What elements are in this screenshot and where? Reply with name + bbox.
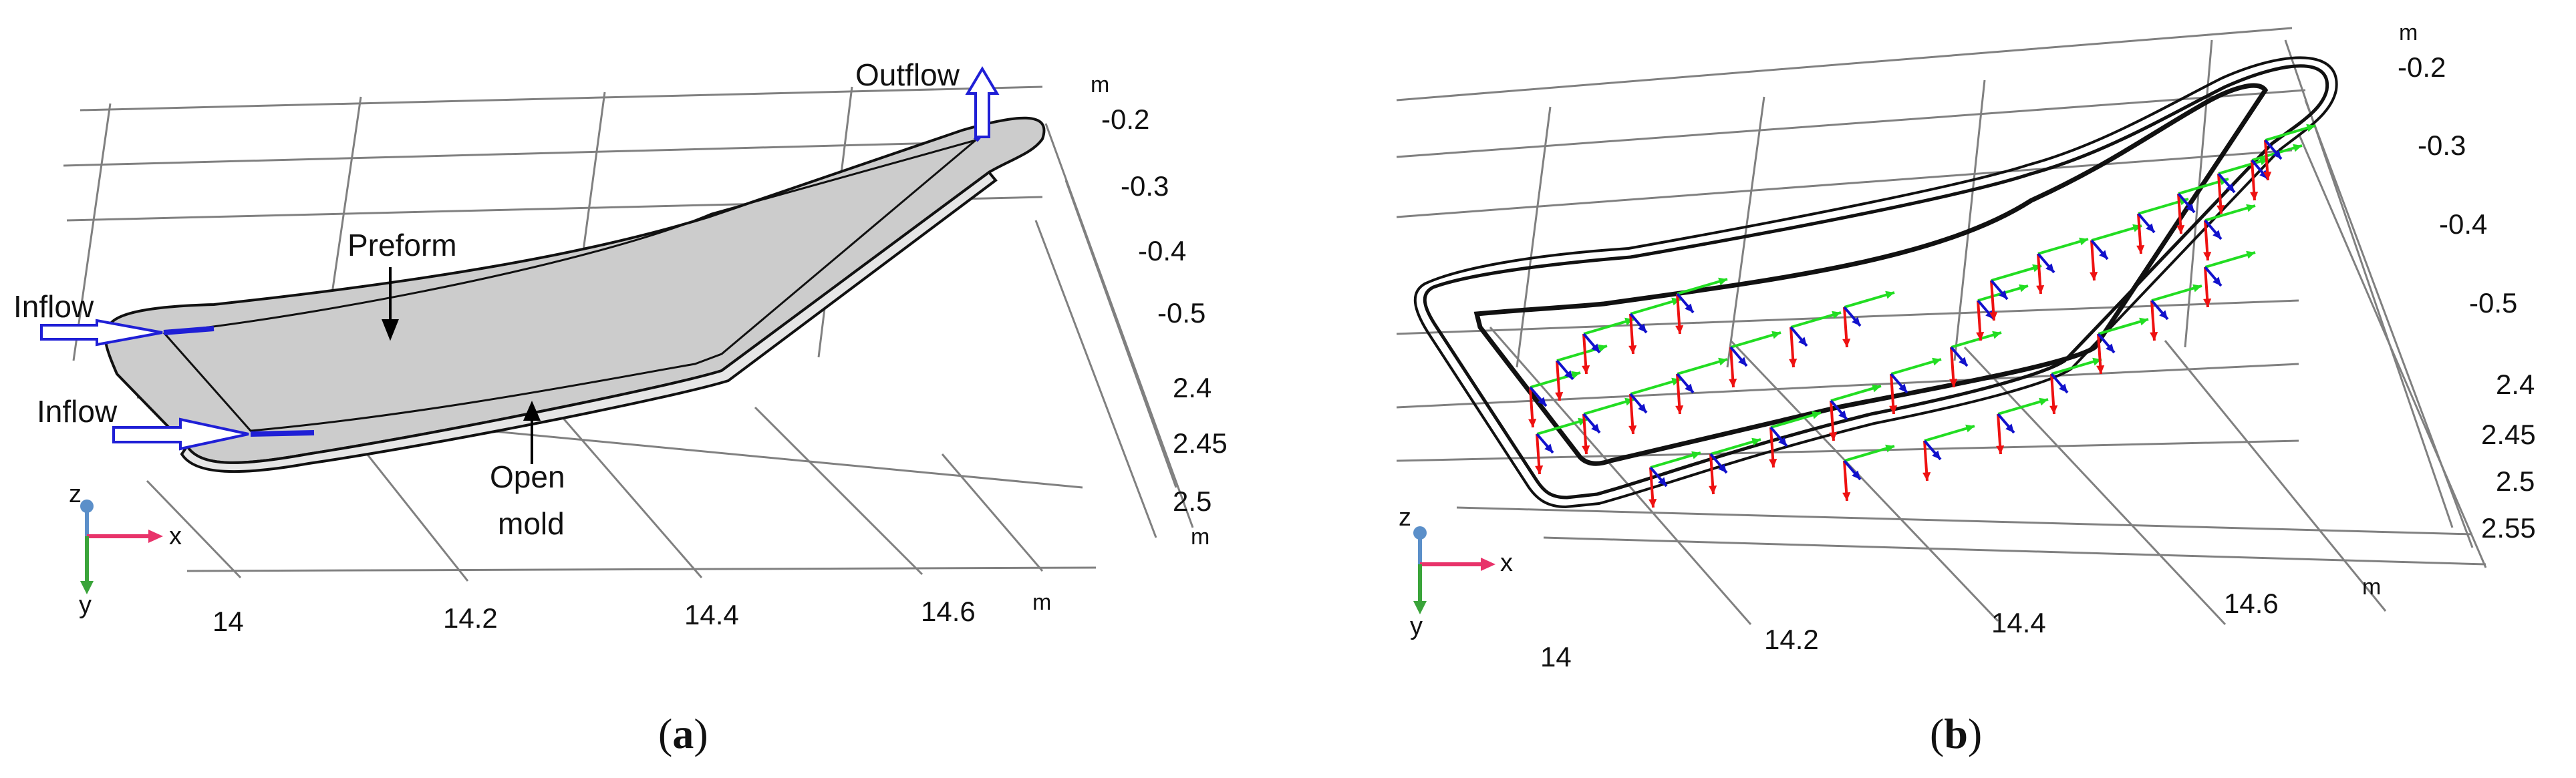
- unit-bottom-a: m: [1032, 590, 1051, 615]
- label-inflow-bottom: Inflow: [37, 394, 118, 429]
- y-tick-a-0: 2.4: [1173, 372, 1211, 403]
- z-tick-a-2: -0.4: [1138, 235, 1186, 266]
- inflow-bottom-arrow-icon: [112, 417, 249, 451]
- x-tick-a-3: 14.6: [921, 596, 976, 627]
- panel-b: m -0.2 -0.3 -0.4 -0.5 2.4 2.45 2.5 2.55 …: [1396, 20, 2536, 757]
- label-mold: mold: [498, 506, 565, 541]
- y-tick-a-1: 2.45: [1173, 427, 1228, 459]
- triad-a-z: z: [69, 480, 82, 508]
- inflow-top-arrow-icon: [40, 319, 163, 347]
- y-tick-b-2: 2.5: [2496, 465, 2535, 497]
- x-tick-b-3: 14.6: [2224, 588, 2279, 619]
- z-tick-a-3: -0.5: [1157, 297, 1205, 329]
- x-tick-b-2: 14.4: [1991, 607, 2046, 638]
- outflow-arrow-icon: [965, 66, 1000, 138]
- label-inflow-top: Inflow: [13, 289, 94, 324]
- z-tick-b-0: -0.2: [2398, 51, 2446, 83]
- callout-arrows: [382, 267, 541, 464]
- y-tick-b-1: 2.45: [2481, 419, 2536, 450]
- caption-b: (b): [1930, 710, 1982, 757]
- panel-a: Outflow Preform Inflow Inflow Open mold …: [13, 57, 1228, 757]
- mold-outline-b: [1413, 56, 2338, 509]
- x-tick-a-2: 14.4: [684, 599, 739, 630]
- triad-b: z x y: [1399, 504, 1513, 640]
- caption-a: (a): [658, 710, 708, 757]
- z-tick-b-3: -0.5: [2469, 287, 2517, 319]
- triad-b-z: z: [1399, 504, 1411, 532]
- x-tick-b-1: 14.2: [1764, 624, 1819, 655]
- y-tick-b-3: 2.55: [2481, 512, 2536, 544]
- z-tick-b-1: -0.3: [2418, 130, 2466, 161]
- triad-a-y: y: [79, 591, 92, 619]
- label-open: Open: [490, 459, 565, 494]
- label-preform: Preform: [347, 228, 457, 262]
- z-tick-a-0: -0.2: [1101, 104, 1149, 135]
- unit-top-b: m: [2399, 20, 2418, 45]
- triad-b-x: x: [1500, 549, 1513, 577]
- triad-a: z x y: [69, 480, 182, 619]
- x-tick-a-0: 14: [212, 606, 244, 637]
- x-tick-a-1: 14.2: [443, 602, 498, 634]
- triad-a-x: x: [169, 522, 182, 550]
- unit-top-a: m: [1091, 72, 1109, 98]
- label-outflow: Outflow: [855, 57, 960, 92]
- y-tick-a-2: 2.5: [1173, 485, 1211, 517]
- y-tick-b-0: 2.4: [2496, 369, 2535, 400]
- unit-right-b: m: [2362, 574, 2381, 600]
- vector-field-arrows: [1528, 124, 2316, 508]
- unit-right-a: m: [1191, 524, 1209, 550]
- z-tick-b-2: -0.4: [2439, 208, 2487, 240]
- z-tick-a-1: -0.3: [1121, 170, 1169, 202]
- triad-b-y: y: [1410, 612, 1423, 640]
- panel-b-grid: [1396, 27, 2487, 626]
- x-tick-b-0: 14: [1540, 641, 1572, 672]
- open-mold-shape: [104, 116, 1046, 473]
